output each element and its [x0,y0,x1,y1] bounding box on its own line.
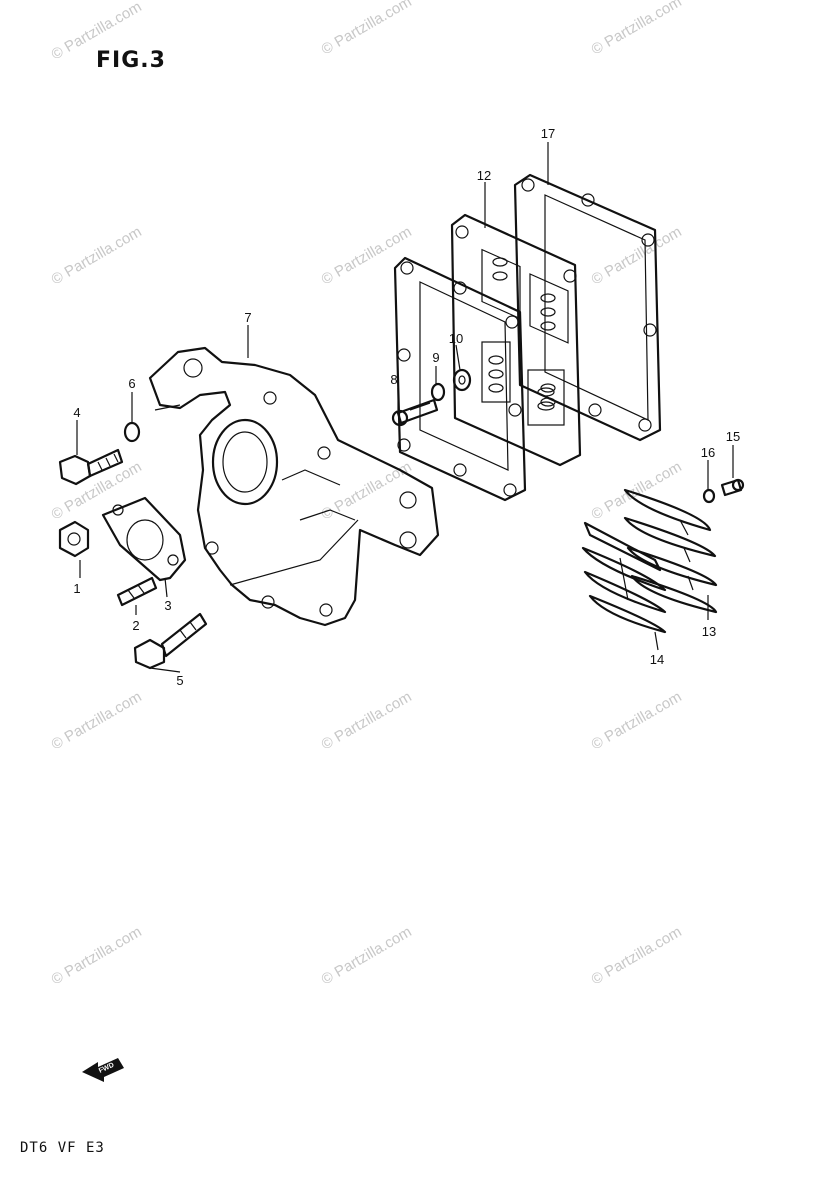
callout-10: 10 [449,331,463,346]
model-code: DT6 VF E3 [20,1140,105,1156]
watermark: © Partzilla.com [49,923,145,988]
watermark: © Partzilla.com [589,223,685,288]
callout-6: 6 [128,376,135,391]
watermark: © Partzilla.com [49,223,145,288]
gasket-3 [101,496,187,582]
watermark: © Partzilla.com [589,458,685,523]
callout-16: 16 [701,445,715,460]
callout-17: 17 [541,126,555,141]
washer-9 [430,382,446,402]
callout-8: 8 [390,372,397,387]
bolt-5 [133,612,208,670]
callout-13: 13 [702,624,716,639]
callout-15: 15 [726,429,740,444]
washer-16 [702,488,716,504]
callout-5: 5 [176,673,183,688]
callout-14: 14 [650,652,664,667]
grommet-10 [452,368,472,392]
nut-1 [58,520,90,558]
gasket-17 [513,173,662,442]
watermark: © Partzilla.com [589,0,685,58]
watermark: © Partzilla.com [49,458,145,523]
watermark-layer: © Partzilla.com © Partzilla.com © Partzi… [49,0,685,988]
callout-labels: 1 2 3 4 5 6 7 8 9 10 12 13 14 15 16 17 [73,126,740,688]
watermark: © Partzilla.com [319,223,415,288]
watermark: © Partzilla.com [319,688,415,753]
bolt-4 [58,448,124,486]
forward-arrow-icon: FWD [82,1058,124,1082]
watermark: © Partzilla.com [319,458,415,523]
watermark: © Partzilla.com [589,923,685,988]
watermark: © Partzilla.com [49,0,145,63]
watermark: © Partzilla.com [319,923,415,988]
callout-4: 4 [73,405,80,420]
washer-6 [123,421,141,443]
screw-8 [391,398,439,427]
watermark: © Partzilla.com [319,0,415,58]
screw-15 [720,478,745,497]
reed-stopper-13 [623,488,718,614]
callout-2: 2 [132,618,139,633]
gasket-front [393,256,565,502]
callout-7: 7 [244,310,251,325]
intake-manifold-7 [148,346,440,627]
callout-12: 12 [477,168,491,183]
figure-title: FIG.3 [96,48,166,73]
watermark: © Partzilla.com [49,688,145,753]
leader-lines [76,142,734,673]
stud-2 [116,576,158,607]
watermark: © Partzilla.com [589,688,685,753]
reed-14 [581,521,667,634]
callout-9: 9 [432,350,439,365]
callout-3: 3 [164,598,171,613]
reed-valve-12 [450,213,582,467]
callout-1: 1 [73,581,80,596]
